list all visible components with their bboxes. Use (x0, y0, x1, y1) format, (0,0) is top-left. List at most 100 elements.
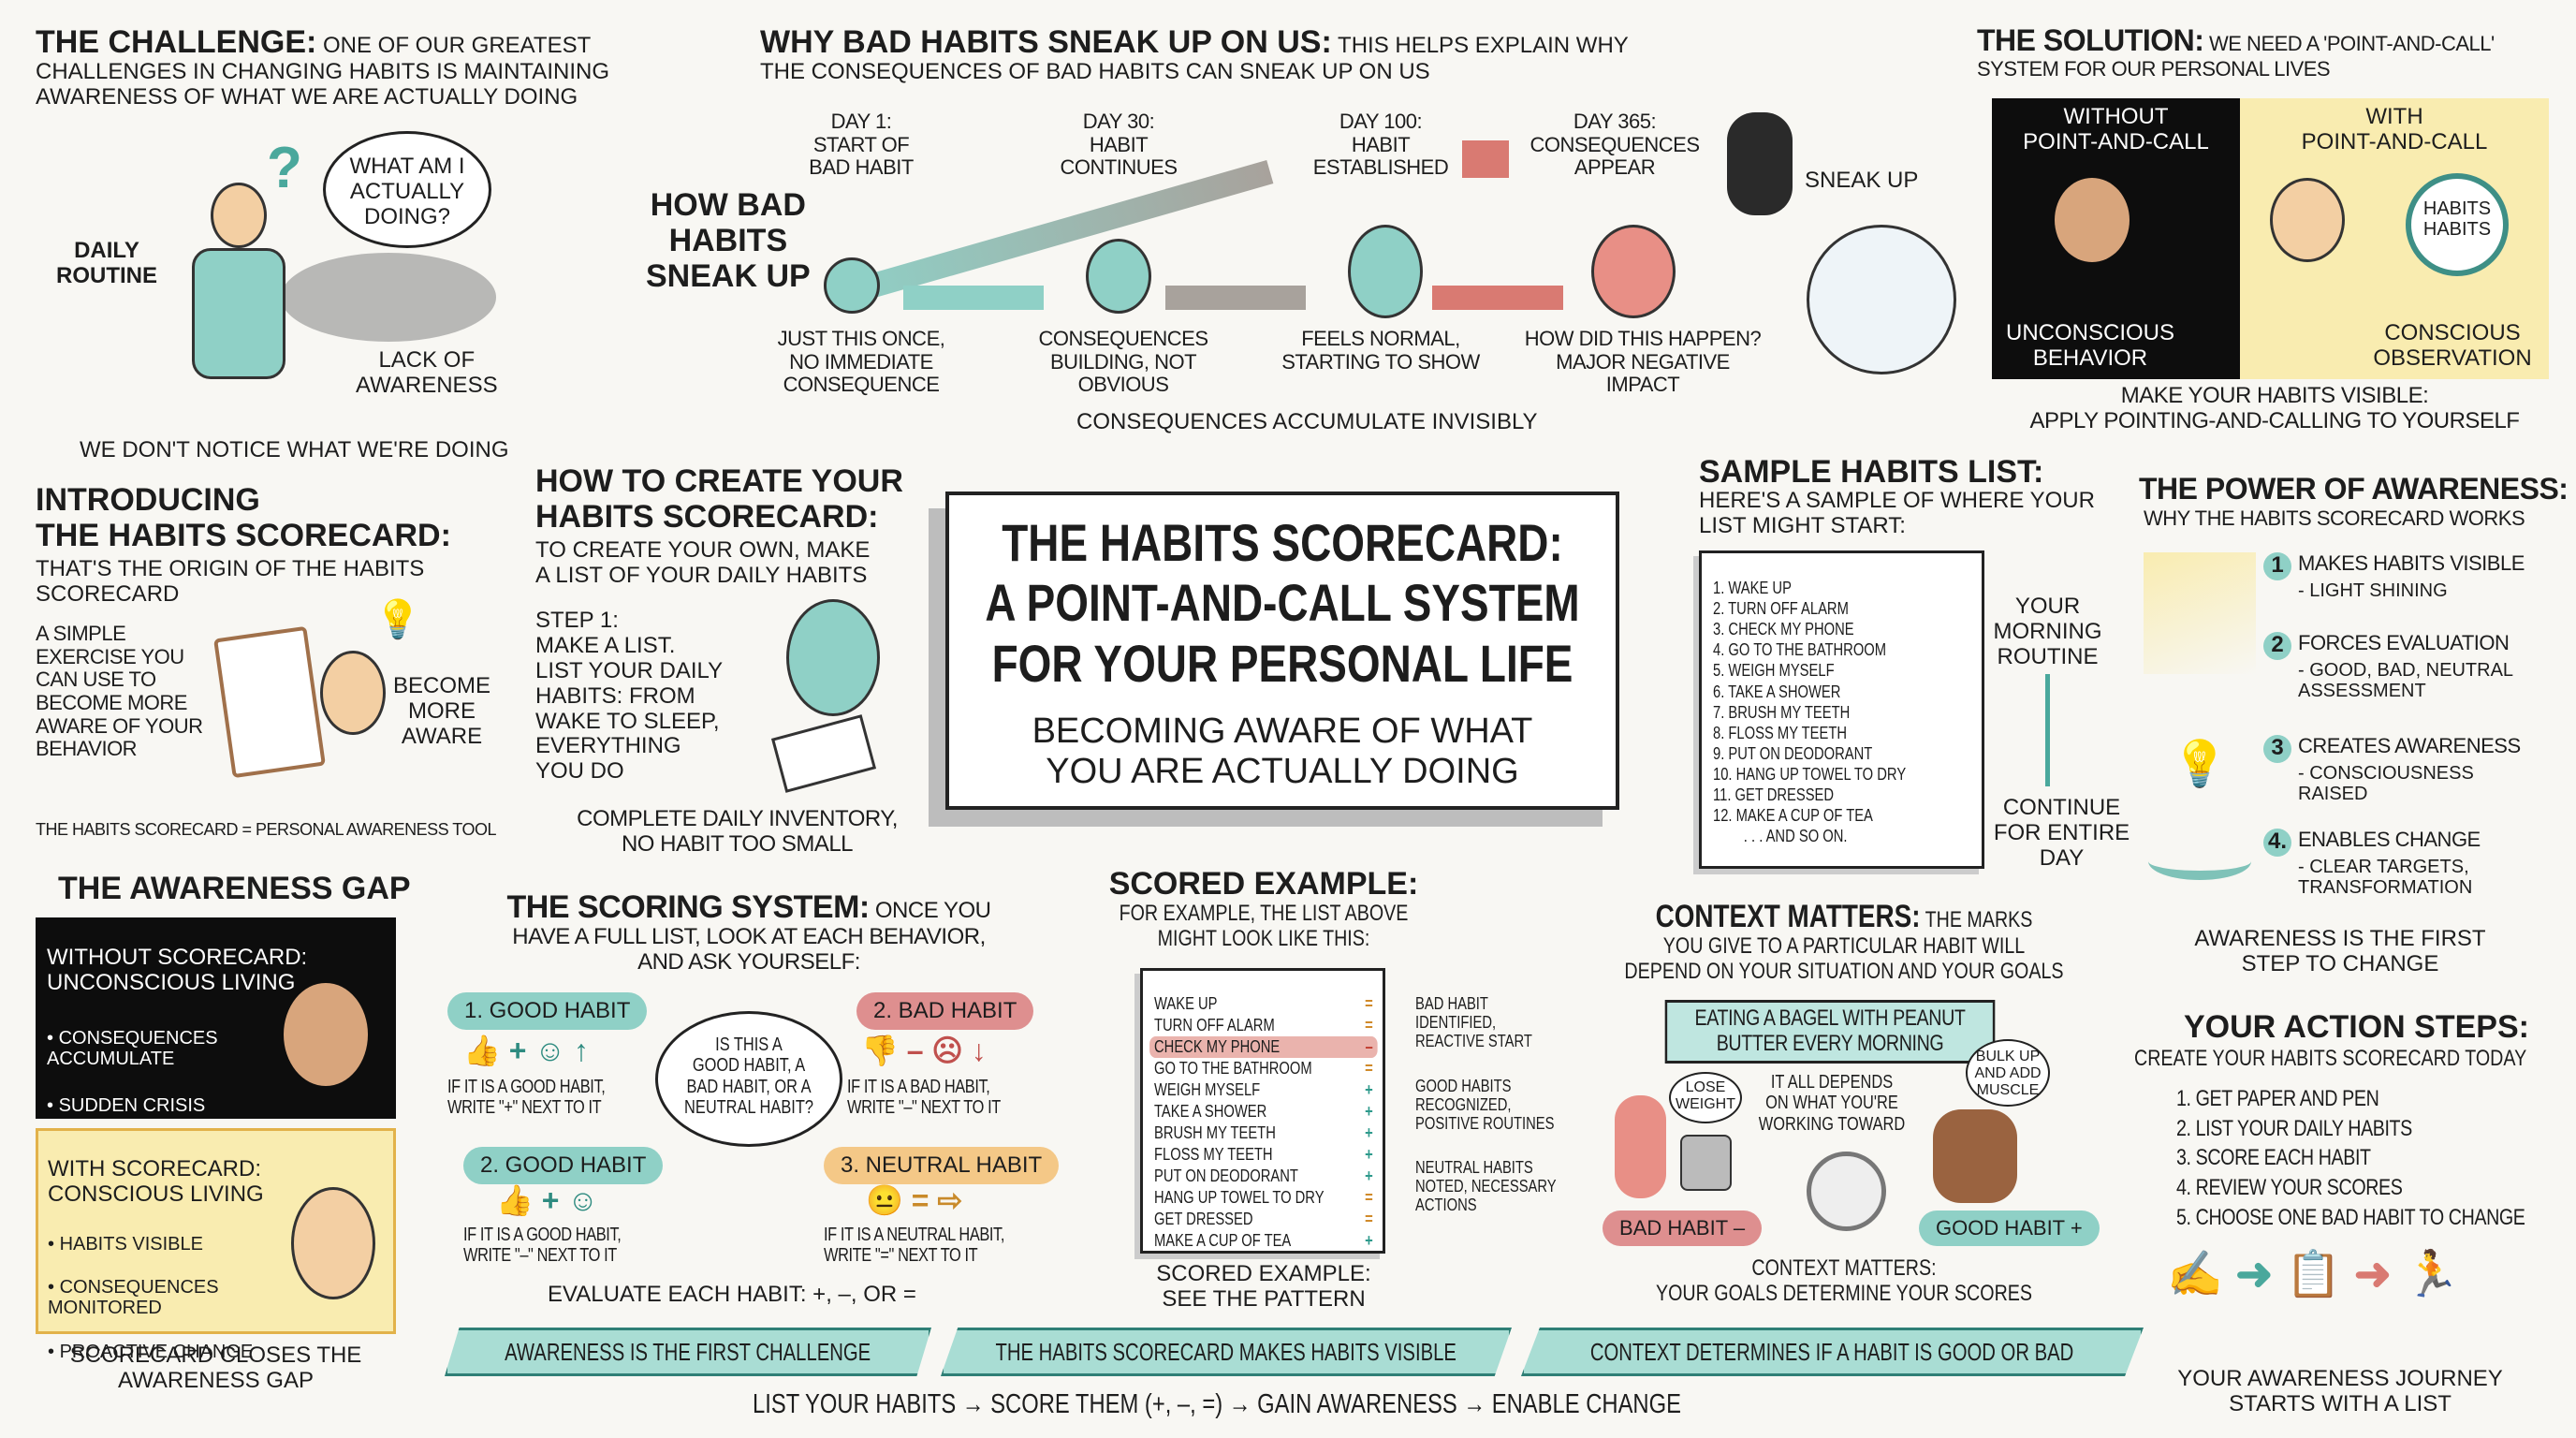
pointing-person-icon (291, 1187, 375, 1299)
list-item: 11. Get dressed (1713, 785, 1835, 805)
habit-name: Hang up towel to dry (1154, 1188, 1325, 1208)
habit-name: Make a cup of tea (1154, 1231, 1292, 1251)
action-title: Your Action Steps: (2184, 1009, 2529, 1045)
good-habit-badge: Good habit + (1919, 1211, 2100, 1246)
banner-2: The Habits Scorecard makes habits visibl… (941, 1328, 1512, 1376)
without-scorecard-box: Without scorecard: unconscious living • … (36, 917, 396, 1119)
depends-text: It all depends on what you're working to… (1758, 1072, 1906, 1135)
main-title: The Habits Scorecard: A Point-and-Call S… (985, 513, 1580, 693)
stressed-person-icon (284, 983, 368, 1086)
person-day100-icon (1348, 225, 1423, 318)
thumbs-up-plus-icon: 👍 + ☺ (496, 1183, 598, 1217)
create-subtitle: To create your own, make a list of your … (535, 537, 871, 588)
scored-list-card: Wake up=Turn off alarm=Check my phone–Go… (1140, 968, 1385, 1254)
scored-row: Weigh myself+ (1154, 1079, 1373, 1101)
list-item: 7. Brush my teeth (1713, 702, 1851, 722)
day-365-caption: How did this happen? Major negative impa… (1524, 327, 1762, 397)
good-habit-badge: 1. Good habit (447, 992, 648, 1030)
snowball-icon (1807, 225, 1956, 374)
list-item: • Consequences monitored (48, 1276, 219, 1319)
scored-row: Put on deodorant+ (1154, 1166, 1373, 1187)
thumbs-up-plus-icon: 👍 + ☺ ↑ (463, 1034, 589, 1067)
change-arrow-icon (2148, 843, 2251, 880)
list-item: 12. Make a cup of tea (1713, 806, 1873, 826)
day-365-label: Day 365: Consequences appear (1530, 110, 1700, 180)
scored-row: Floss my teeth+ (1154, 1144, 1373, 1166)
habit-mark: = (1365, 1210, 1373, 1229)
continue-label: Continue for entire day (1993, 795, 2130, 871)
create-step: Step 1: Make a list. List your daily hab… (535, 608, 724, 785)
solution-title: The Solution: (1977, 23, 2204, 57)
note-bad: Bad habit identified, reactive start (1415, 994, 1532, 1051)
scoring-footer: Evaluate each habit: +, –, or = (548, 1282, 916, 1307)
action-step: 4. Review your scores (2176, 1175, 2403, 1201)
scoring-title: The Scoring System: (506, 889, 871, 925)
habit-name: Put on deodorant (1154, 1167, 1298, 1186)
arrow-right-icon (1432, 286, 1563, 310)
become-aware-label: Become more aware (393, 673, 491, 749)
day-30-label: Day 30: Habit continues (1060, 110, 1178, 180)
list-item: 9. Put on deodorant (1713, 743, 1873, 763)
lose-weight-bubble: Lose weight (1669, 1072, 1742, 1123)
woman-icon (1615, 1095, 1666, 1198)
banner-3: Context determines if a habit is good or… (1521, 1328, 2144, 1376)
conscious-label: Conscious observation (2373, 320, 2532, 371)
thumbs-down-minus-icon: 👎 – ☹ ↓ (861, 1034, 987, 1067)
person-day30-icon (1086, 239, 1151, 314)
action-footer: Your awareness journey starts with a lis… (2177, 1366, 2503, 1416)
intro-footer: The Habits Scorecard = personal awarenes… (36, 820, 496, 839)
challenge-footer: We don't notice what we're doing (80, 437, 509, 462)
solution-footer: Make your habits visible: apply pointing… (2029, 383, 2520, 433)
neutral-habit-badge: 3. Neutral habit (824, 1147, 1060, 1184)
daily-routine-label: Daily Routine (56, 238, 157, 288)
list-item: 1. Wake up (1713, 578, 1792, 597)
scored-row: Brush my teeth+ (1154, 1123, 1373, 1144)
habit-name: Floss my teeth (1154, 1145, 1273, 1165)
habit-mark: = (1365, 993, 1373, 1013)
list-item: 8. Floss my teeth (1713, 723, 1848, 742)
habit-name: Wake up (1154, 993, 1218, 1013)
good-habit-text: If it is a good habit, write "+" next to… (447, 1077, 606, 1119)
list-item: 2. Turn off alarm (1713, 599, 1849, 619)
lightbulb-icon: 💡 (374, 599, 421, 640)
arrow-right-icon (903, 286, 1044, 310)
sneak-up-label: Sneak up (1805, 168, 1919, 193)
action-step: 2. List your daily habits (2176, 1115, 2412, 1141)
bad-habit-badge: 2. Bad habit (856, 992, 1034, 1030)
action-step: 5. Choose one bad habit to change (2176, 1204, 2525, 1230)
create-footer: Complete daily inventory, no habit too s… (577, 806, 898, 857)
list-item: 3. Check my phone (1713, 620, 1854, 639)
sample-subtitle: Here's a sample of where your list might… (1699, 488, 2095, 538)
scored-row: Hang up towel to dry= (1154, 1187, 1373, 1209)
power-footer: Awareness is the first step to change (2194, 926, 2486, 976)
day-100-label: Day 100: Habit established (1312, 110, 1449, 180)
habit-name: Get dressed (1154, 1210, 1253, 1229)
scored-row: Check my phone– (1149, 1035, 1378, 1058)
scored-subtitle: For example, the list above might look l… (1119, 901, 1409, 951)
writing-person-icon (786, 599, 880, 716)
scored-footer: Scored example: see the pattern (1156, 1261, 1371, 1312)
paper-list-icon (770, 714, 877, 793)
bad-habit-text: If it is a bad habit, write "–" next to … (847, 1077, 1001, 1119)
scored-row: Wake up = (1154, 993, 1373, 1015)
blindfolded-person-icon (2055, 178, 2130, 262)
intro-body: A simple exercise you can use to become … (36, 622, 203, 761)
context-subtitle: the marks you give to a particular habit… (1624, 907, 2064, 984)
list-item: 4. Go to the bathroom (1713, 640, 1887, 660)
scored-title: Scored Example: (1108, 866, 1419, 902)
compass-icon (1807, 1152, 1886, 1231)
neutral-equals-icon: 😐 = ⇨ (866, 1183, 963, 1217)
thought-text: Is this a good habit, a bad habit, or a … (684, 1034, 813, 1119)
shocked-woman-icon (1591, 225, 1676, 318)
lack-awareness-label: Lack of awareness (356, 347, 498, 398)
challenge-subtitle: one of our greatest challenges in changi… (36, 33, 609, 110)
good-habit-text: If it is a good habit, write "–" next to… (463, 1225, 622, 1267)
habit-name: Take a shower (1154, 1102, 1267, 1122)
list-item: • Sudden crisis (47, 1095, 206, 1117)
good-habit-badge: 2. Good habit (463, 1147, 664, 1184)
final-flow: List your habits → score them (+, –, =) … (753, 1389, 1681, 1419)
thought-bubble (323, 131, 491, 248)
main-subtitle: Becoming aware of what you are actually … (1032, 712, 1533, 791)
why-footer: Consequences accumulate invisibly (1076, 409, 1538, 434)
neutral-habit-text: If it is a neutral habit, write "=" next… (824, 1225, 1004, 1267)
